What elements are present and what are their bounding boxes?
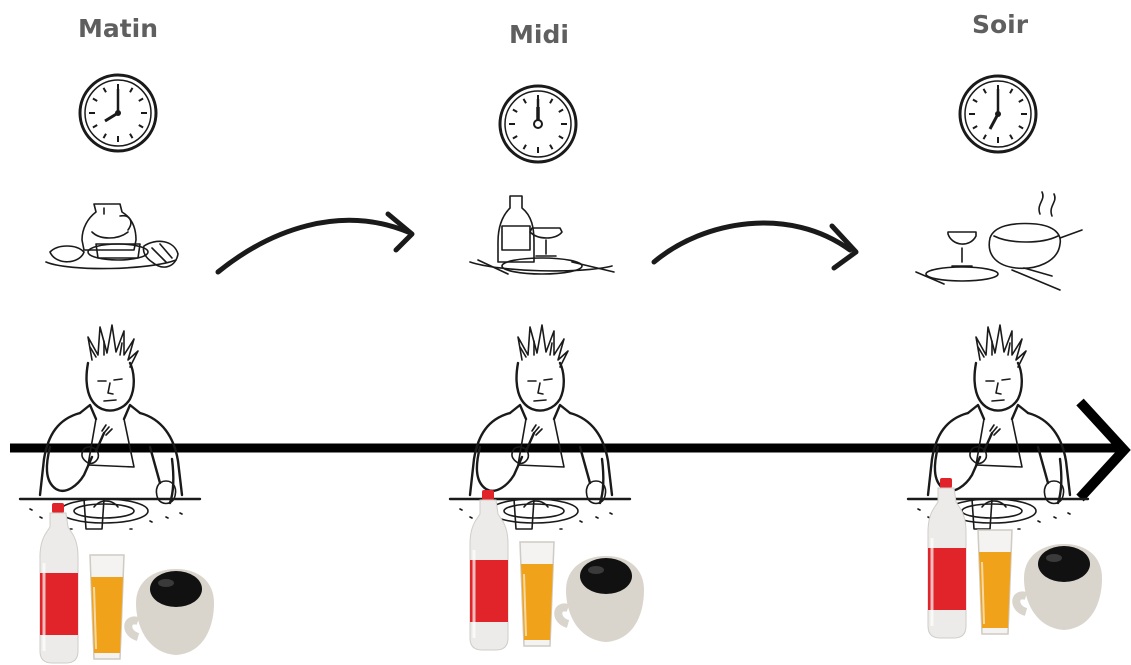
meal-label-midi: Midi [509,20,569,49]
drinks-soir [928,478,1102,638]
person-eating-matin [18,323,202,531]
meal-label-soir: Soir [972,10,1029,39]
person-eating-midi [448,323,632,531]
drinks-matin [40,503,214,663]
person-eating-soir [906,323,1090,531]
drinks-midi [470,490,644,650]
clock-8-oclock-icon [78,73,158,153]
arrow-midi-to-soir [651,220,859,271]
dinner-icon [915,191,1083,291]
meal-label-matin: Matin [78,14,158,43]
arrow-matin-to-midi [215,211,415,275]
clock-7-oclock-icon [958,74,1038,154]
clock-12-oclock-icon [498,84,578,164]
breakfast-icon [45,203,179,270]
lunch-icon [469,195,615,275]
